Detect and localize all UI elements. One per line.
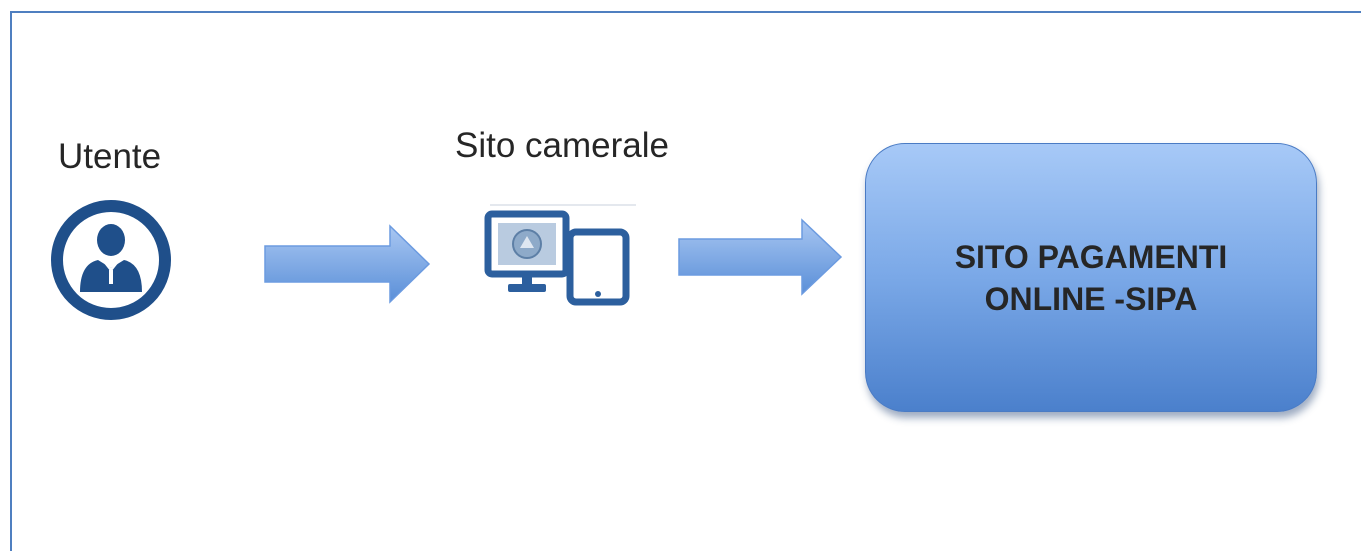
sipa-title-line-1: SITO PAGAMENTI [954, 238, 1228, 275]
sipa-title-line-2: ONLINE -SIPA [984, 280, 1198, 317]
sipa-box: SITO PAGAMENTI ONLINE -SIPA [865, 143, 1317, 412]
desktop-tablet-icon [484, 204, 636, 306]
flow-arrow-2 [678, 218, 843, 296]
site-label: Sito camerale [455, 126, 669, 165]
actor-label: Utente [58, 137, 162, 176]
diagram-frame [10, 11, 1361, 551]
flow-arrow-1 [264, 224, 431, 304]
user-circle-icon [51, 200, 171, 320]
